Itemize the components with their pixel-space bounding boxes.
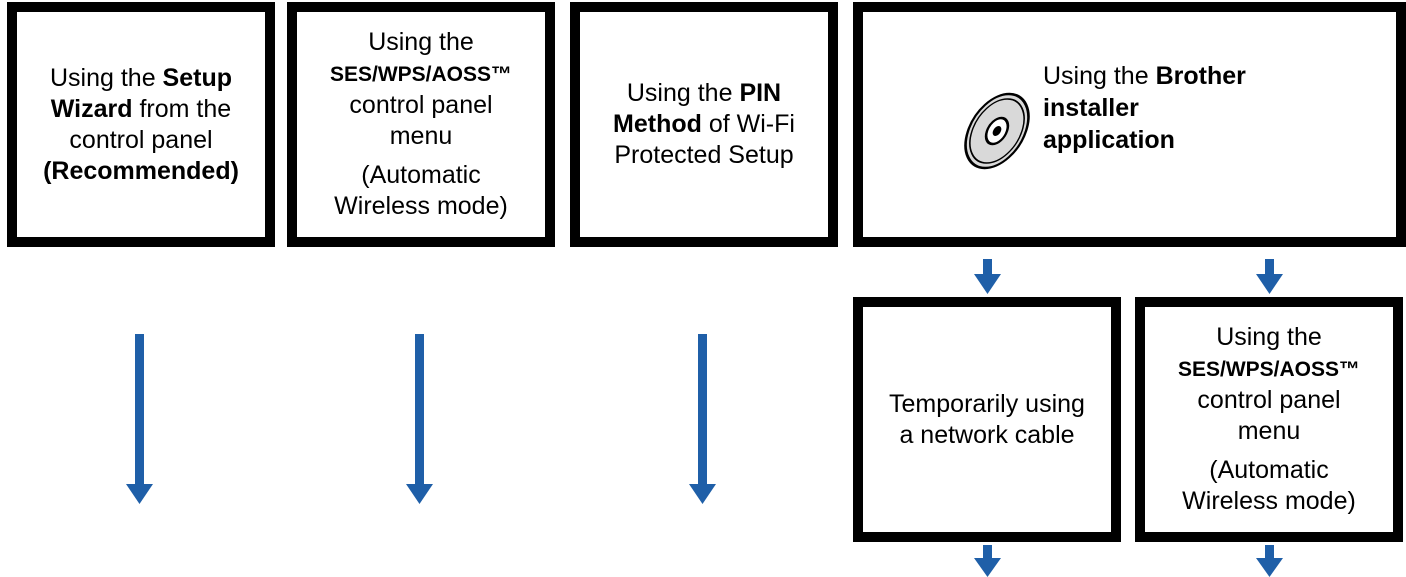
pin-line-1: Using the PIN <box>626 79 782 107</box>
ses-wps-aoss-box-bottom: Using the SES/WPS/AOSS™ control panel me… <box>1135 297 1403 542</box>
cable-line-1: Temporarily using <box>889 389 1085 418</box>
ses-wps-top-line-3: control panel <box>349 91 493 119</box>
ses-wps-bottom-line-5: (Automatic <box>1209 456 1329 484</box>
pin-line-3: Protected Setup <box>614 141 794 169</box>
setup-wizard-line-4: (Recommended) <box>43 156 239 185</box>
brother-line-3: application <box>1043 126 1175 154</box>
brother-line-2: installer <box>1043 94 1139 122</box>
setup-wizard-line-1: Using the Setup <box>49 63 232 92</box>
brother-installer-box: Using the Brother installer application <box>853 2 1406 247</box>
network-cable-box: Temporarily using a network cable <box>853 297 1121 542</box>
ses-wps-bottom-line-2: SES/WPS/AOSS™ <box>1177 358 1361 381</box>
ses-wps-bottom-line-3: control panel <box>1197 386 1341 414</box>
pin-method-box: Using the PIN Method of Wi-Fi Protected … <box>570 2 838 247</box>
ses-wps-bottom-line-6: Wireless mode) <box>1182 487 1356 515</box>
arrow-brother-to-cable <box>974 259 1001 294</box>
setup-wizard-line-3: control panel <box>69 125 213 154</box>
arrow-ses-bottom-down <box>1256 545 1283 577</box>
ses-wps-aoss-box-top: Using the SES/WPS/AOSS™ control panel me… <box>287 2 555 247</box>
cd-disc-icon <box>949 86 1049 184</box>
ses-wps-bottom-line-4: menu <box>1237 417 1301 445</box>
brother-line-1: Using the Brother <box>1043 62 1246 90</box>
arrow-ses-wps-top <box>406 334 433 504</box>
arrow-setup-wizard <box>126 334 153 504</box>
arrow-pin-method <box>689 334 716 504</box>
setup-wizard-box: Using the Setup Wizard from the control … <box>7 2 275 247</box>
ses-wps-top-line-5: (Automatic <box>361 161 481 189</box>
pin-line-2: Method of Wi-Fi <box>613 110 795 138</box>
ses-wps-top-line-4: menu <box>389 122 453 150</box>
ses-wps-top-line-6: Wireless mode) <box>334 192 508 220</box>
arrow-brother-to-ses <box>1256 259 1283 294</box>
arrow-cable-down <box>974 545 1001 577</box>
setup-wizard-line-2: Wizard from the <box>50 94 232 123</box>
cable-line-2: a network cable <box>899 420 1075 449</box>
ses-wps-bottom-line-1: Using the <box>1216 323 1322 351</box>
ses-wps-top-line-1: Using the <box>368 28 474 56</box>
ses-wps-top-line-2: SES/WPS/AOSS™ <box>329 63 513 86</box>
